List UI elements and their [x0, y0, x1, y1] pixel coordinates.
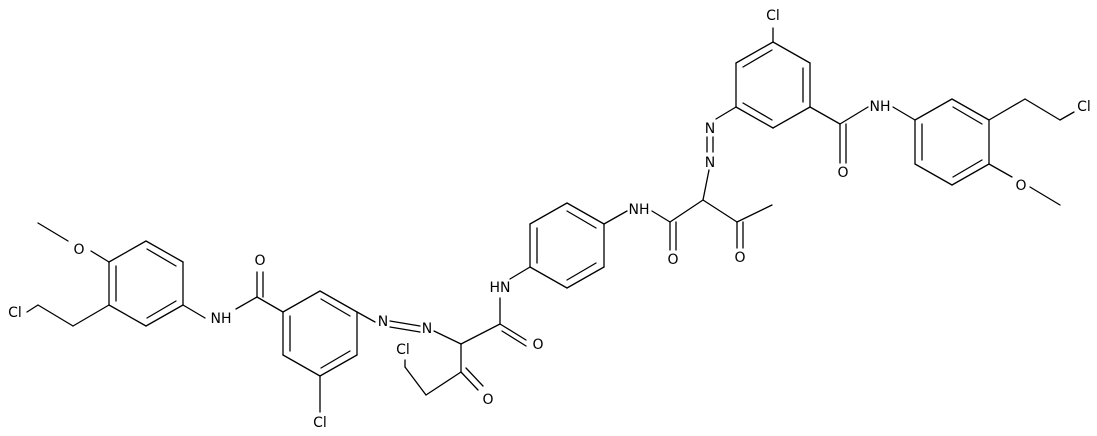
atom-nh-center-r: NH — [629, 202, 650, 218]
atom-n-azo-r2: N — [705, 155, 715, 171]
atom-cl-b: Cl — [1077, 99, 1091, 115]
atom-o-r-amide: O — [837, 165, 848, 181]
atom-labels: Cl N N NH O Cl O NH O O HN O N N O Cl Cl… — [8, 8, 1091, 431]
atom-o-center-r: O — [667, 252, 678, 268]
atom-nh-r-amide: NH — [870, 99, 891, 115]
atom-o-l-methoxy: O — [73, 242, 84, 258]
atom-n-azo-l1: N — [422, 321, 432, 337]
atom-cl-e: Cl — [8, 305, 22, 321]
atom-o-center-l: O — [532, 337, 543, 353]
atom-cl-d: Cl — [313, 415, 327, 431]
atom-cl-c: Cl — [396, 342, 410, 358]
atom-o-r-methoxy: O — [1015, 178, 1026, 194]
atom-o-l-keto: O — [482, 392, 493, 408]
atom-hn-center-l: HN — [490, 280, 511, 296]
atom-n-azo-l2: N — [378, 314, 388, 330]
atom-nh-l-amide: NH — [211, 311, 232, 327]
atom-cl-a: Cl — [766, 8, 780, 24]
atom-o-l-amide: O — [254, 253, 265, 269]
atom-n-azo-r1: N — [705, 121, 715, 137]
atom-o-r-keto: O — [734, 250, 745, 266]
bond-lines — [26, 27, 1075, 413]
